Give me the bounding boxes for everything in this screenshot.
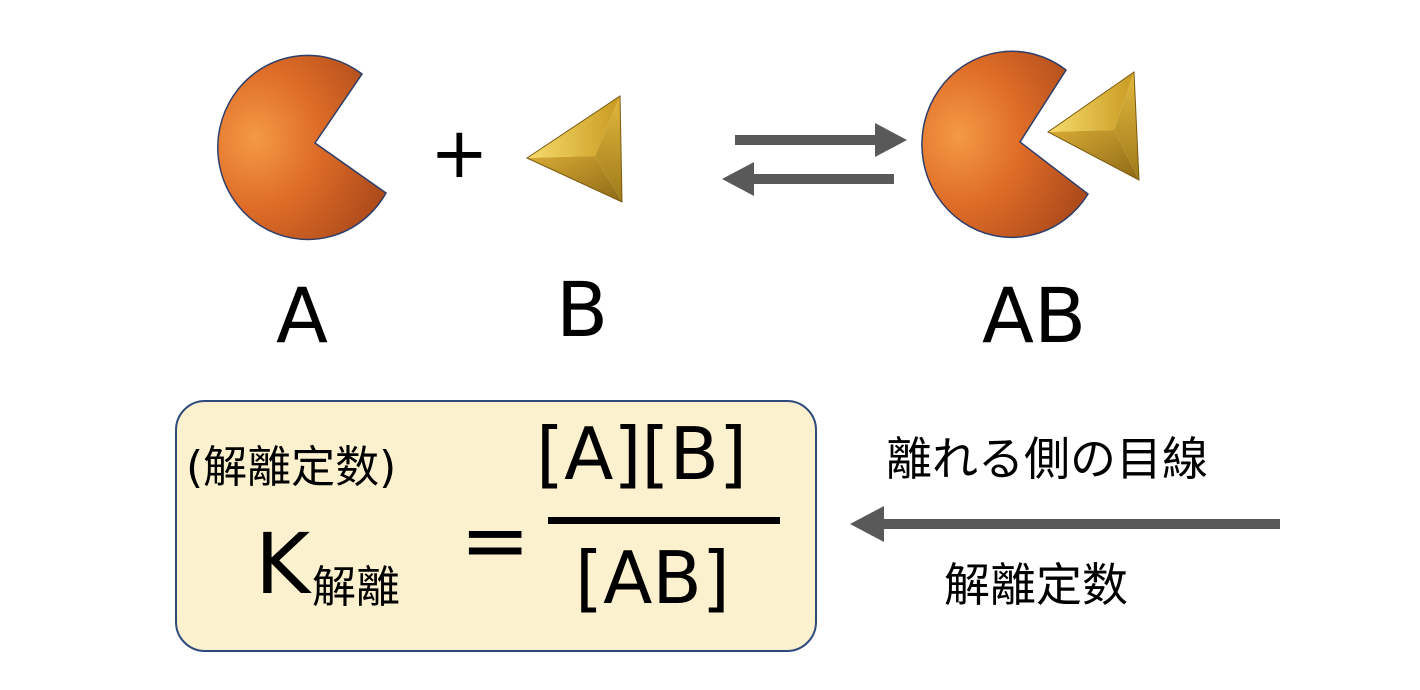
- equals-sign: =: [460, 491, 531, 589]
- molecule-b-triangle-icon: [525, 95, 623, 203]
- perspective-label: 離れる側の目線: [886, 432, 1208, 486]
- fraction-denominator: [AB]: [575, 536, 730, 620]
- reverse-arrow-icon: [722, 162, 894, 196]
- fraction-bar: [548, 517, 780, 524]
- dissociation-constant-label: 解離定数: [944, 558, 1128, 612]
- pointer-arrow-icon: [850, 506, 1280, 542]
- complex-ab-pacman-icon: [921, 50, 1089, 239]
- formula-box: [175, 400, 817, 652]
- plus-sign: +: [430, 112, 489, 194]
- fraction-numerator: [A][B]: [536, 412, 748, 496]
- forward-arrow-icon: [735, 123, 907, 157]
- k-subscript: 解離: [312, 562, 400, 613]
- label-ab: AB: [982, 271, 1087, 360]
- label-a: A: [276, 271, 328, 360]
- complex-ab-triangle-icon: [1047, 71, 1140, 181]
- label-b: B: [556, 265, 609, 354]
- k-note: (解離定数): [186, 442, 397, 493]
- k-symbol: K: [255, 515, 311, 613]
- molecule-a-pacman-icon: [217, 54, 387, 241]
